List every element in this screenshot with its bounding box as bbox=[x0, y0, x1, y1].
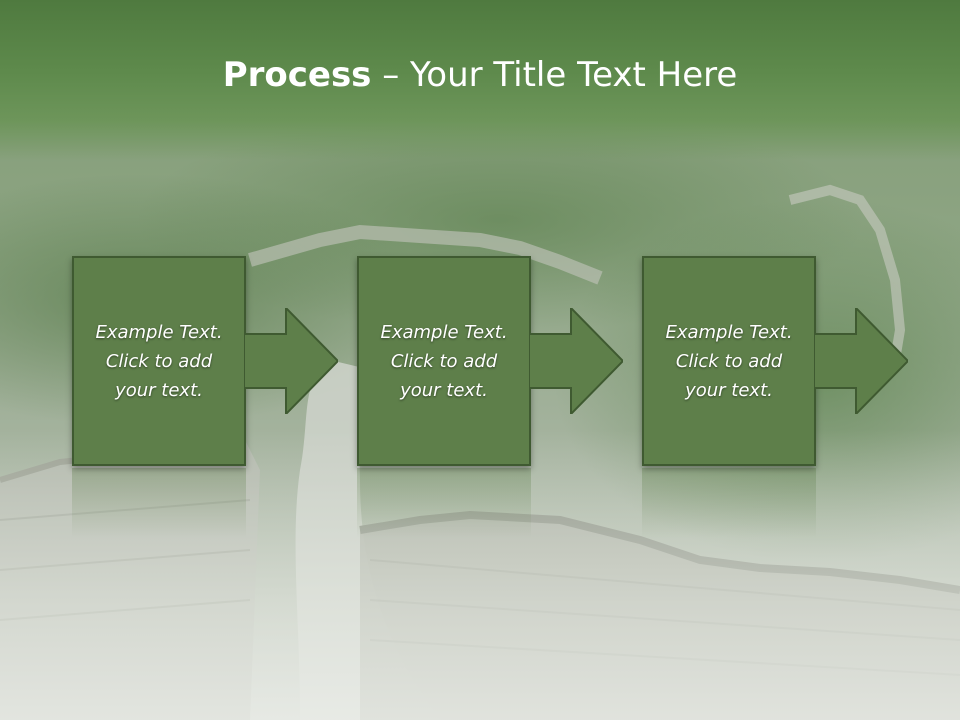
arrow-right-icon bbox=[244, 308, 338, 414]
step-2-text: Example Text. Click to add your text. bbox=[380, 321, 508, 401]
bottom-fade-overlay bbox=[0, 430, 960, 720]
title-banner bbox=[0, 0, 960, 160]
step-1-text: Example Text. Click to add your text. bbox=[95, 321, 223, 401]
title-bold-text: Process bbox=[222, 55, 372, 95]
arrow-right-icon bbox=[814, 308, 908, 414]
step-1-reflection bbox=[72, 468, 246, 538]
process-step-3[interactable]: Example Text. Click to add your text. bbox=[642, 256, 816, 466]
process-step-1[interactable]: Example Text. Click to add your text. bbox=[72, 256, 246, 466]
step-2-reflection bbox=[357, 468, 531, 538]
arrow-right-icon bbox=[529, 308, 623, 414]
title-regular-text: – Your Title Text Here bbox=[371, 55, 738, 95]
step-3-text: Example Text. Click to add your text. bbox=[665, 321, 793, 401]
step-3-reflection bbox=[642, 468, 816, 538]
slide-title[interactable]: Process – Your Title Text Here bbox=[0, 52, 960, 98]
process-step-2[interactable]: Example Text. Click to add your text. bbox=[357, 256, 531, 466]
